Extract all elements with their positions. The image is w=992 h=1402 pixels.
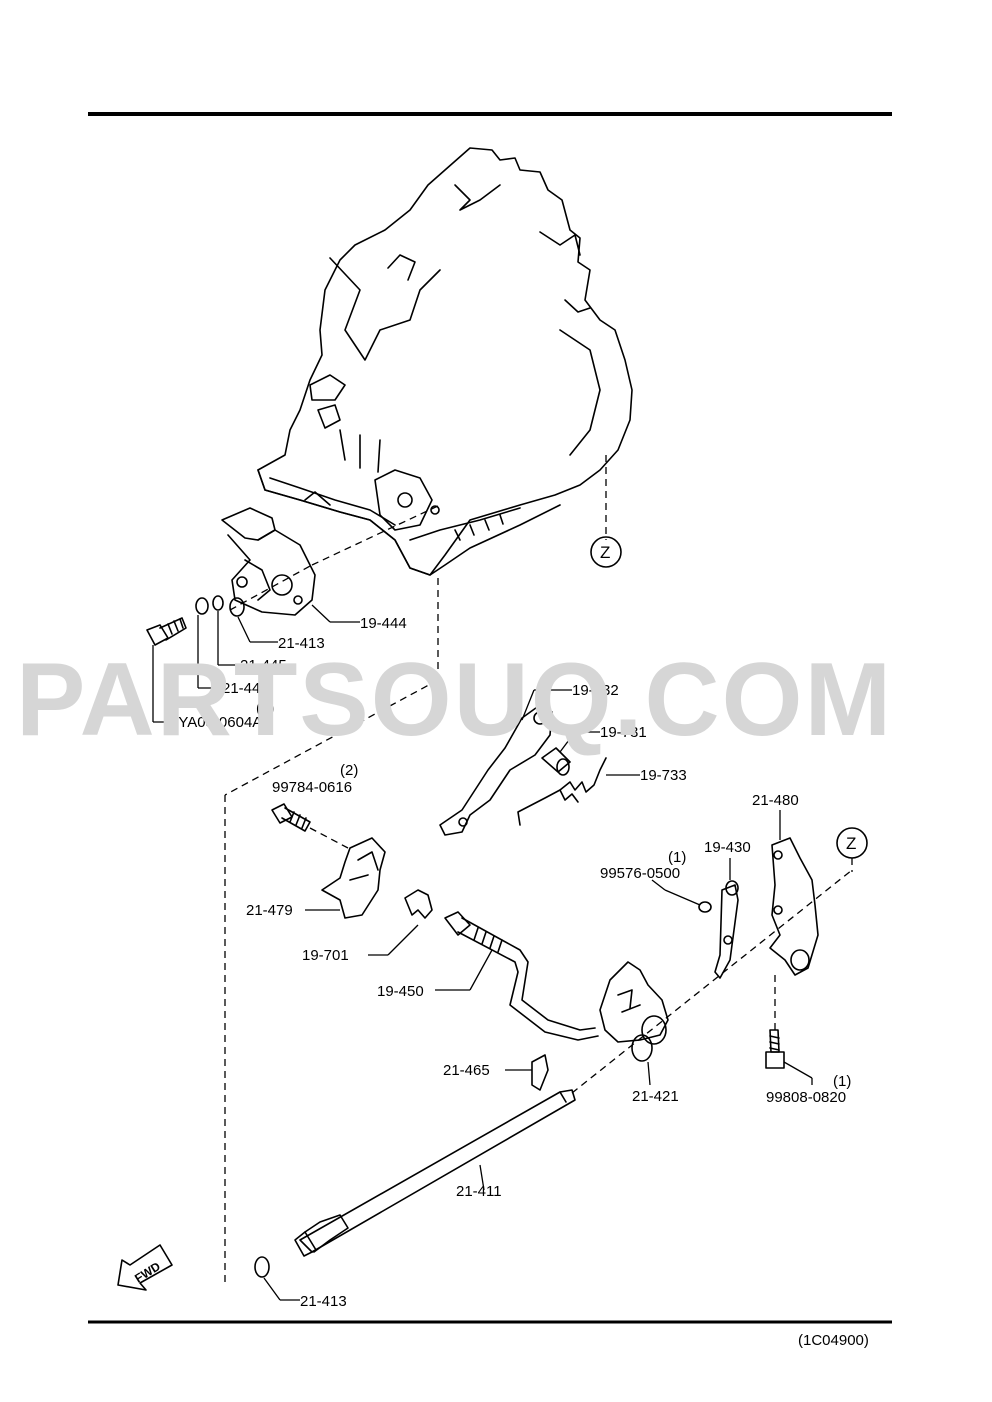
svg-text:Z: Z [846, 834, 856, 853]
fwd-arrow: FWD [117, 1244, 173, 1291]
qty-bolt-top: (2) [256, 700, 274, 717]
label-99784: 99784-0616 [272, 779, 352, 796]
label-99808: 99808-0820 [766, 1089, 846, 1106]
cover-21-479 [321, 837, 386, 919]
label-21-446: 21-446 [222, 680, 269, 697]
spring-19-733 [517, 757, 607, 826]
ref-marker-z-top: Z [590, 536, 622, 568]
label-19-430: 19-430 [704, 839, 751, 856]
label-21-465: 21-465 [443, 1062, 490, 1079]
ref-marker-z-right: Z [836, 827, 868, 859]
shoe-19-701 [404, 889, 433, 919]
pin-21-465 [531, 1054, 549, 1091]
o-ring-21-413-top [229, 597, 245, 617]
qty-99808: (1) [833, 1073, 851, 1090]
inhibitor-switch-19-444 [221, 507, 316, 616]
label-19-701: 19-701 [302, 947, 349, 964]
bracket-19-732 [439, 704, 553, 836]
label-19-444: 19-444 [360, 615, 407, 632]
watermark: PARTSOUQ.COM [16, 642, 893, 758]
transmission-housing [257, 147, 633, 576]
washer-21-446 [195, 597, 209, 615]
bolt-99784 [271, 803, 311, 832]
bolt-99808 [765, 1029, 785, 1069]
washer-21-445 [212, 595, 224, 611]
svg-text:Z: Z [600, 543, 610, 562]
bracket-21-480 [769, 837, 819, 976]
label-19-450: 19-450 [377, 983, 424, 1000]
svg-text:FWD: FWD [132, 1259, 163, 1286]
label-21-413-top: 21-413 [278, 635, 325, 652]
label-19-733: 19-733 [640, 767, 687, 784]
label-19-732: 19-732 [572, 682, 619, 699]
qty-99576: (1) [668, 849, 686, 866]
label-21-421: 21-421 [632, 1088, 679, 1105]
o-ring-21-413-bottom [254, 1256, 270, 1278]
pin-19-731 [541, 747, 571, 776]
manual-plate-21-421 [599, 961, 669, 1062]
lever-19-430 [714, 880, 739, 979]
label-21-479: 21-479 [246, 902, 293, 919]
label-21-445: 21-445 [240, 657, 287, 674]
label-21-411: 21-411 [456, 1183, 502, 1200]
label-19-731: 19-731 [600, 724, 647, 741]
qty-99784: (2) [340, 762, 358, 779]
label-9ya03: 9YA03-0604A [170, 714, 262, 731]
manual-shaft-21-411 [294, 1089, 576, 1257]
label-21-480: 21-480 [752, 792, 799, 809]
detent-rod-19-450 [444, 911, 599, 1041]
bolt-9ya03 [146, 617, 187, 646]
label-21-413-bottom: 21-413 [300, 1293, 347, 1310]
label-99576: 99576-0500 [600, 865, 680, 882]
clip-99576 [698, 901, 712, 913]
diagram-code: (1C04900) [798, 1332, 869, 1349]
